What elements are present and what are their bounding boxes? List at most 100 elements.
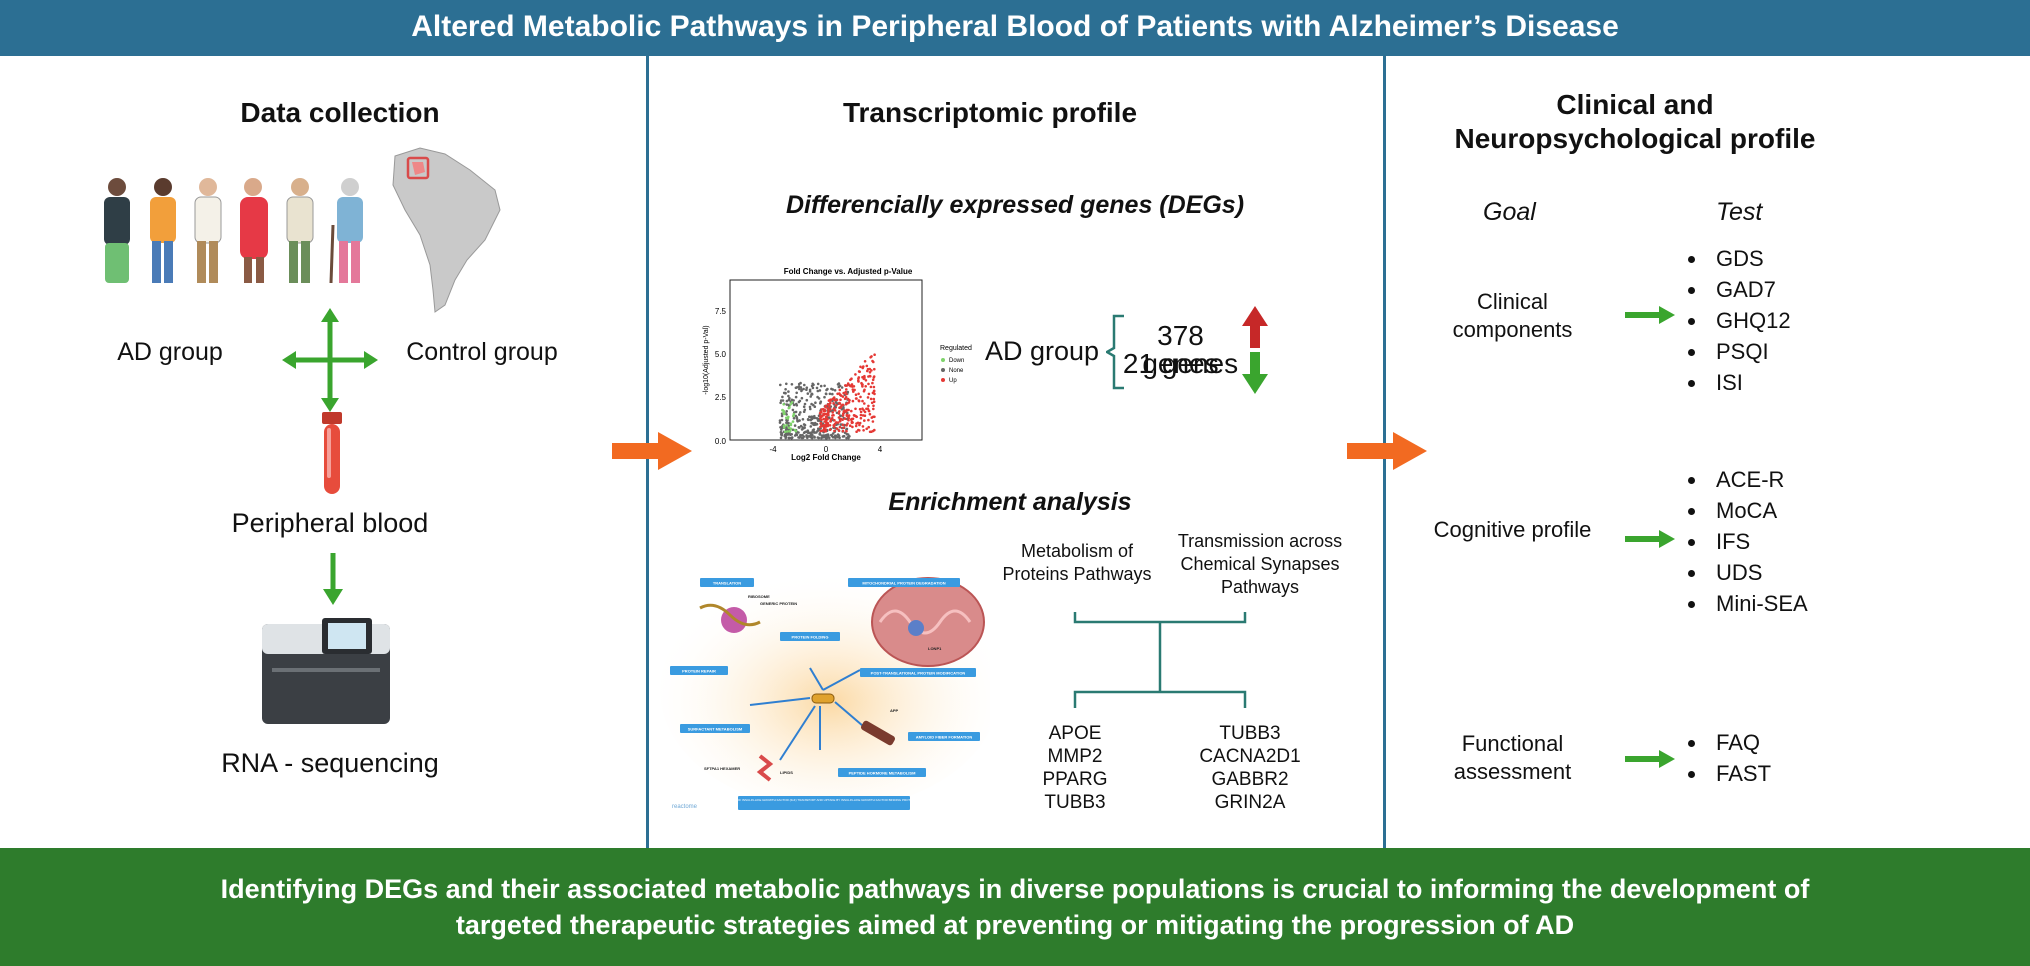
bracket bbox=[1106, 314, 1124, 390]
volcano-point bbox=[861, 366, 864, 370]
volcano-point bbox=[793, 424, 797, 427]
volcano-point bbox=[858, 429, 861, 432]
volcano-point bbox=[839, 417, 842, 421]
volcano-point bbox=[829, 401, 832, 405]
footer-line-1: Identifying DEGs and their associated me… bbox=[220, 874, 1810, 904]
volcano-point bbox=[803, 383, 806, 387]
volcano-point bbox=[830, 387, 833, 391]
volcano-point bbox=[822, 412, 825, 416]
volcano-xtick: 0 bbox=[824, 445, 829, 454]
volcano-point bbox=[828, 424, 832, 427]
volcano-point bbox=[838, 419, 842, 423]
reactome-label: PROTEIN REPAIR bbox=[682, 669, 716, 674]
volcano-point bbox=[844, 390, 847, 394]
goal-functional-assessment: Functional assessment bbox=[1453, 731, 1572, 784]
volcano-point bbox=[818, 411, 822, 415]
volcano-points bbox=[778, 353, 876, 440]
volcano-point bbox=[866, 396, 870, 399]
volcano-point bbox=[841, 423, 845, 427]
down-genes-count: 21 genes bbox=[1122, 348, 1239, 379]
volcano-point bbox=[845, 388, 848, 391]
volcano-point bbox=[812, 403, 815, 407]
volcano-point bbox=[833, 389, 837, 392]
volcano-point bbox=[837, 385, 841, 389]
volcano-point bbox=[869, 385, 873, 389]
volcano-point bbox=[798, 387, 801, 391]
volcano-point bbox=[780, 414, 784, 418]
volcano-point bbox=[787, 406, 791, 410]
volcano-point bbox=[811, 386, 815, 390]
green-arrow-icon bbox=[1625, 750, 1675, 768]
control-group-label: Control group bbox=[406, 338, 558, 366]
person-4 bbox=[240, 178, 268, 283]
volcano-point bbox=[859, 413, 863, 417]
volcano-ytick: 0.0 bbox=[715, 437, 727, 446]
volcano-point bbox=[863, 360, 867, 363]
reactome-logo: reactome bbox=[672, 804, 698, 810]
volcano-point bbox=[808, 388, 812, 392]
volcano-point bbox=[827, 434, 830, 438]
volcano-point bbox=[851, 425, 854, 429]
volcano-point bbox=[854, 424, 858, 428]
footer-banner: Identifying DEGs and their associated me… bbox=[0, 848, 2030, 966]
volcano-point bbox=[834, 436, 837, 440]
volcano-point bbox=[836, 435, 840, 439]
volcano-point bbox=[846, 401, 849, 405]
volcano-point bbox=[789, 423, 793, 427]
goal-clinical-components: Clinical components bbox=[1452, 289, 1573, 342]
volcano-point bbox=[833, 429, 836, 433]
volcano-point bbox=[838, 393, 842, 396]
volcano-point bbox=[838, 425, 842, 429]
test-item: IFS bbox=[1708, 526, 1808, 557]
volcano-point bbox=[846, 397, 850, 401]
volcano-point bbox=[871, 391, 875, 395]
volcano-point bbox=[842, 434, 846, 438]
south-america-map-icon bbox=[392, 147, 501, 313]
volcano-point bbox=[786, 433, 790, 436]
volcano-point bbox=[841, 414, 845, 417]
volcano-point bbox=[858, 421, 862, 425]
volcano-point bbox=[847, 414, 851, 417]
volcano-point bbox=[841, 429, 845, 433]
test-item: MoCA bbox=[1708, 495, 1808, 526]
volcano-point bbox=[790, 383, 794, 386]
volcano-point bbox=[833, 399, 837, 402]
gene-name: MMP2 bbox=[1047, 746, 1103, 767]
volcano-point bbox=[872, 376, 876, 379]
volcano-point bbox=[786, 430, 789, 433]
volcano-point bbox=[858, 407, 862, 411]
volcano-point bbox=[846, 382, 850, 385]
volcano-point bbox=[832, 425, 836, 429]
volcano-point bbox=[790, 401, 794, 404]
gene-name: CACNA2D1 bbox=[1199, 746, 1301, 767]
volcano-point bbox=[862, 377, 866, 381]
volcano-point bbox=[836, 383, 840, 386]
volcano-point bbox=[812, 423, 816, 427]
volcano-xtick: 4 bbox=[878, 445, 883, 454]
volcano-point bbox=[806, 392, 810, 395]
test-item: GAD7 bbox=[1708, 274, 1791, 305]
volcano-point bbox=[828, 392, 832, 396]
volcano-point bbox=[809, 415, 813, 419]
volcano-point bbox=[819, 421, 823, 425]
volcano-point bbox=[872, 404, 875, 408]
patients-illustration bbox=[104, 178, 363, 284]
volcano-point bbox=[845, 429, 848, 433]
volcano-point bbox=[859, 395, 862, 399]
volcano-point bbox=[850, 409, 853, 413]
reactome-label: SURFACTANT METABOLISM bbox=[688, 727, 743, 732]
volcano-point bbox=[870, 430, 873, 433]
volcano-point bbox=[810, 436, 814, 440]
volcano-point bbox=[815, 431, 818, 434]
volcano-point bbox=[858, 423, 861, 427]
volcano-point bbox=[852, 414, 856, 417]
volcano-point bbox=[792, 416, 796, 420]
volcano-point bbox=[868, 374, 872, 378]
volcano-point bbox=[870, 401, 874, 405]
volcano-point bbox=[789, 427, 793, 431]
volcano-point bbox=[859, 410, 863, 414]
volcano-point bbox=[793, 434, 797, 437]
test-item: GDS bbox=[1708, 243, 1791, 274]
volcano-point bbox=[859, 416, 863, 420]
volcano-point bbox=[795, 416, 799, 419]
